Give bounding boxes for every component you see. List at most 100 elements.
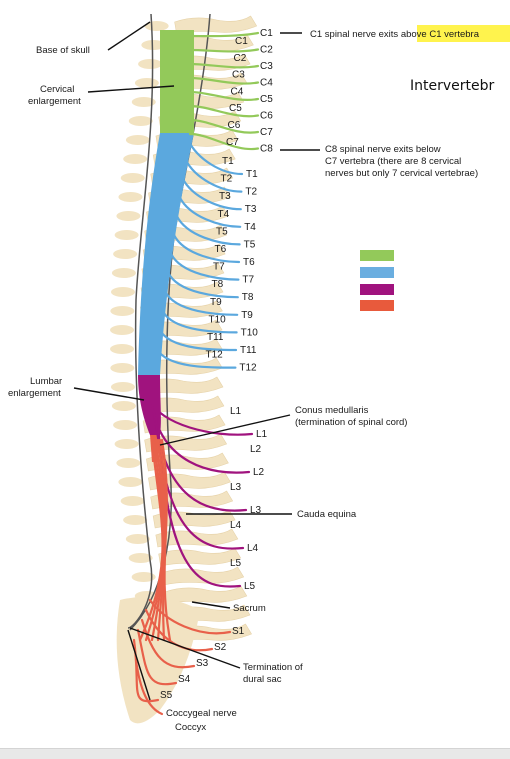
- legend-swatch-lumbar: [360, 284, 394, 295]
- bottom-scrollbar[interactable]: [0, 748, 510, 759]
- vertebra-label-l3: L3: [230, 482, 242, 493]
- nerve-line-t10: [161, 309, 238, 334]
- nerve-label-t2: T2: [245, 187, 257, 198]
- vertebra-process-shape: [131, 97, 156, 107]
- coccygeal-nerve-line: [134, 658, 164, 716]
- nerve-label-c2: C2: [260, 45, 273, 56]
- nerve-line-s2: [144, 608, 214, 652]
- nerve-label-c1: C1: [260, 28, 273, 39]
- vertebra-process-shape: [123, 154, 148, 164]
- c1-exit-prefix: C1 spinal nerve exits: [310, 29, 401, 40]
- vertebra-process-shape: [144, 21, 169, 31]
- vertebra-process-shape: [118, 477, 143, 487]
- nerve-line-t3: [181, 176, 242, 211]
- vertebra-label-c3: C3: [232, 70, 245, 81]
- vertebra-process-shape: [110, 363, 135, 373]
- vertebra-label-t10: T10: [209, 314, 227, 325]
- cauda-equina-label: Cauda equina: [297, 509, 357, 520]
- coccygeal-nerve-label: Coccygeal nerve: [166, 708, 237, 719]
- vertebra-process-shape: [128, 553, 153, 563]
- vertebra-label-t5: T5: [216, 226, 228, 237]
- vertebra-label-c6: C6: [228, 120, 241, 131]
- nerve-line-c8: [188, 132, 260, 151]
- nerve-line-s3: [140, 618, 196, 669]
- leader-lines: [73, 21, 320, 701]
- vertebra-process-shape: [138, 59, 163, 69]
- sacrum-bone-shape: [116, 596, 200, 724]
- vertebra-process-shape: [128, 116, 153, 126]
- nerve-label-t4: T4: [244, 222, 256, 233]
- vertebra-process-shape: [111, 268, 136, 278]
- vertebra-label-c7: C7: [226, 137, 239, 148]
- nerve-line-c1: [188, 31, 260, 38]
- nerve-line-t7: [170, 252, 240, 281]
- nerve-label-l3: L3: [250, 505, 262, 516]
- vertebra-process-shape: [131, 572, 156, 582]
- legend-swatch-cervical: [360, 250, 394, 261]
- nerve-line-s4: [136, 628, 178, 686]
- vertebra-process-shape: [110, 344, 135, 354]
- vertebra-label-t6: T6: [215, 244, 227, 255]
- vertebra-label-c1: C1: [235, 36, 248, 47]
- vertebra-label-s1: S1: [232, 626, 245, 637]
- nerve-label-l4: L4: [247, 543, 259, 554]
- vertebra-label-t1: T1: [222, 156, 234, 167]
- vertebra-bone-shape: [142, 414, 226, 434]
- nerve-line-t1: [186, 138, 244, 176]
- dural-sac-outline: [127, 13, 154, 629]
- vertebra-process-shape: [116, 211, 141, 221]
- nerve-label-t11: T11: [240, 345, 257, 356]
- vertebra-bone-shape: [148, 471, 231, 491]
- nerve-line-t12: [156, 347, 237, 369]
- vertebra-label-c5: C5: [229, 103, 242, 114]
- c1-exit-highlight: above C1 vertebra: [401, 29, 480, 40]
- vertebra-labels: C1C2C3C4C5C6C7T1T2T3T4T5T6T7T8T9T10T11T1…: [160, 36, 262, 701]
- vertebra-label-l2: L2: [250, 444, 262, 455]
- vertebra-label-t3: T3: [219, 191, 231, 202]
- c1-callout-highlight: [417, 25, 510, 42]
- nerve-label-t1: T1: [246, 169, 258, 180]
- vertebra-label-t12: T12: [206, 350, 224, 361]
- c1-exit-callout: C1 spinal nerve exits above C1 vertebra: [310, 29, 480, 40]
- nerve-line-t8: [167, 271, 239, 299]
- nerve-line-c3: [188, 62, 260, 69]
- vertebra-label-l4: L4: [230, 520, 242, 531]
- termination-dural-sac-label-2: dural sac: [243, 674, 282, 685]
- vertebra-process-shape: [114, 439, 139, 449]
- nerve-label-l1: L1: [256, 429, 268, 440]
- nerve-line-t2: [184, 157, 243, 193]
- nerve-line-l1: [148, 398, 254, 436]
- nerve-line-s1: [148, 598, 232, 635]
- coccyx-label: Coccyx: [175, 722, 206, 733]
- nerve-line-c6: [188, 104, 260, 118]
- vertebra-label-l5: L5: [230, 558, 242, 569]
- vertebra-process-shape: [110, 382, 135, 392]
- vertebra-process-shape: [120, 496, 145, 506]
- vertebra-bone-shape: [161, 566, 245, 586]
- vertebra-label-t2: T2: [221, 174, 233, 185]
- vertebra-process-shape: [113, 420, 138, 430]
- nerve-label-t7: T7: [242, 275, 254, 286]
- leader-base-of-skull: [107, 21, 151, 51]
- vertebra-process-shape: [116, 458, 141, 468]
- legend-swatch-thoracic: [360, 267, 394, 278]
- nerve-label-c7: C7: [260, 127, 273, 138]
- nerve-label-c3: C3: [260, 61, 273, 72]
- legend-swatch-sacral: [360, 300, 394, 311]
- vertebra-process-shape: [141, 40, 166, 50]
- lumbar-enlargement-label-1: Lumbar: [30, 376, 62, 387]
- vertebra-label-t7: T7: [213, 262, 225, 273]
- vertebra-process-shape: [110, 306, 135, 316]
- c8-exit-callout-2: C7 vertebra (there are 8 cervical: [325, 156, 461, 167]
- sacrum-label: Sacrum: [233, 603, 266, 614]
- nerve-label-c8: C8: [260, 144, 273, 155]
- vertebra-label-s3: S3: [196, 658, 209, 669]
- vertebra-label-t9: T9: [210, 297, 222, 308]
- vertebra-process-shape: [125, 135, 150, 145]
- leader-dural-sac-a: [129, 627, 241, 669]
- vertebra-process-shape: [110, 287, 135, 297]
- vertebra-label-c4: C4: [231, 86, 244, 97]
- vertebra-process-shape: [120, 173, 145, 183]
- termination-dural-sac-label-1: Termination of: [243, 662, 303, 673]
